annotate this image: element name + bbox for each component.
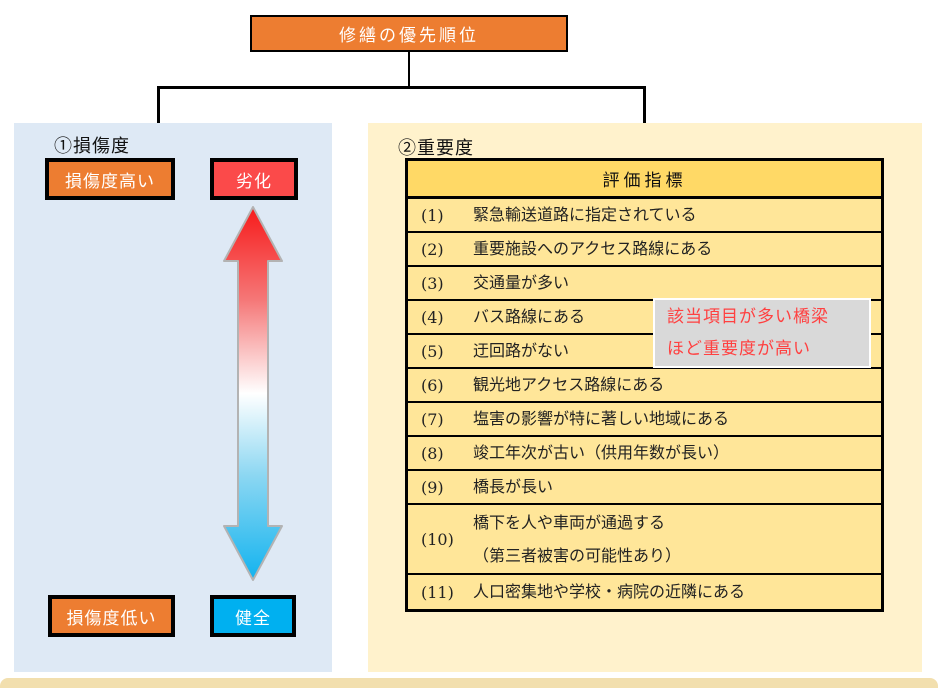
damage-low-text: 損傷度低い [66, 608, 157, 629]
importance-callout: 該当項目が多い橋梁 ほど重要度が高い [653, 298, 871, 368]
importance-panel: ②重要度 評価指標 (1) 緊急輸送道路に指定されている (2) 重要施設へのアクセス… [368, 123, 922, 672]
row-number: (4) [421, 307, 444, 327]
healthy-label: 健全 [210, 595, 296, 637]
row-text: 竣工年次が古い（供用年数が長い） [473, 443, 730, 462]
table-row: (10) 橋下を人や車両が通過する（第三者被害の可能性あり） [408, 505, 881, 575]
page-title: 修繕の優先順位 [339, 26, 479, 46]
deteriorated-label: 劣化 [210, 158, 298, 200]
row-number: (5) [421, 341, 444, 361]
row-number: (7) [421, 409, 444, 429]
row-text: バス路線にある [473, 307, 586, 326]
criteria-table-body: (1) 緊急輸送道路に指定されている (2) 重要施設へのアクセス路線にある (3) 交通… [408, 199, 881, 609]
connector-line-top [408, 52, 410, 88]
callout-line-2: ほど重要度が高い [667, 339, 811, 359]
table-row: (2) 重要施設へのアクセス路線にある [408, 233, 881, 267]
damage-gradient-arrow-icon [223, 206, 283, 581]
row-text: 緊急輸送道路に指定されている [473, 205, 697, 224]
row-number: (10) [421, 529, 454, 549]
table-row: (11) 人口密集地や学校・病院の近隣にある [408, 575, 881, 609]
healthy-text: 健全 [235, 608, 271, 629]
row-text: 橋下を人や車両が通過する（第三者被害の可能性あり） [473, 513, 682, 565]
row-text: 人口密集地や学校・病院の近隣にある [473, 582, 746, 601]
damage-panel: ①損傷度 損傷度高い 劣化 損傷度低い 健全 [14, 123, 332, 672]
damage-low-label: 損傷度低い [48, 595, 175, 637]
row-text: 迂回路がない [473, 341, 570, 360]
row-number: (8) [421, 443, 444, 463]
connector-line-horizontal [157, 86, 646, 89]
table-row: (9) 橋長が長い [408, 471, 881, 505]
importance-panel-heading: ②重要度 [398, 138, 474, 159]
row-text: 観光地アクセス路線にある [473, 375, 665, 394]
damage-high-label: 損傷度高い [45, 158, 175, 200]
bottom-strip [0, 678, 938, 688]
damage-panel-heading: ①損傷度 [54, 136, 130, 157]
table-row: (3) 交通量が多い [408, 267, 881, 301]
table-row: (1) 緊急輸送道路に指定されている [408, 199, 881, 233]
row-text: 橋長が長い [473, 477, 554, 496]
deteriorated-text: 劣化 [236, 171, 272, 192]
criteria-table: 評価指標 (1) 緊急輸送道路に指定されている (2) 重要施設へのアクセス路線にある… [405, 158, 884, 612]
table-row: (7) 塩害の影響が特に著しい地域にある [408, 403, 881, 437]
row-number: (1) [421, 205, 444, 225]
criteria-table-header: 評価指標 [408, 161, 881, 199]
title-box: 修繕の優先順位 [250, 15, 568, 52]
table-row: (6) 観光地アクセス路線にある [408, 369, 881, 403]
row-text: 重要施設へのアクセス路線にある [473, 239, 713, 258]
row-text: 塩害の影響が特に著しい地域にある [473, 409, 730, 428]
table-row: (8) 竣工年次が古い（供用年数が長い） [408, 437, 881, 471]
row-number: (9) [421, 477, 444, 497]
row-number: (6) [421, 375, 444, 395]
row-number: (2) [421, 239, 444, 259]
callout-line-1: 該当項目が多い橋梁 [667, 307, 829, 327]
connector-line-left [157, 86, 160, 123]
connector-line-right [643, 86, 646, 125]
damage-high-text: 損傷度高い [65, 171, 155, 192]
row-text: 交通量が多い [473, 273, 570, 292]
row-number: (11) [421, 582, 454, 602]
row-number: (3) [421, 273, 444, 293]
